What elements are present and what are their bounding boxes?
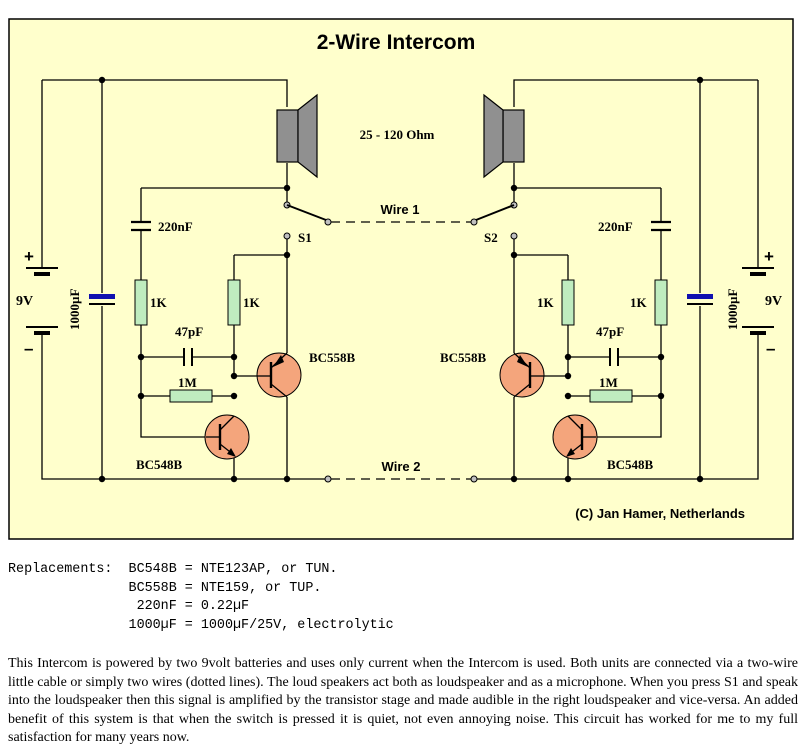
right-resistor-1m — [589, 389, 633, 403]
left-pnp-label: BC558B — [309, 350, 356, 365]
right-wire2-terminal — [470, 475, 478, 483]
left-resistor-1k-base — [134, 279, 148, 326]
left-battery-minus: – — [24, 339, 33, 358]
left-switch-lever — [286, 204, 327, 221]
left-resistor-1m — [169, 389, 213, 403]
right-cap-47pf-label: 47pF — [596, 324, 624, 339]
right-resistor-1k-collector — [561, 279, 575, 326]
right-resistor-1k-base-label: 1K — [630, 295, 648, 310]
right-transistor-pnp — [499, 352, 545, 398]
right-npn-label: BC548B — [607, 457, 654, 472]
right-switch-terminal — [510, 232, 518, 240]
credit-label: (C) Jan Hamer, Netherlands — [575, 506, 745, 521]
description-paragraph: This Intercom is powered by two 9volt ba… — [8, 656, 798, 746]
right-unit: S2 220nF 1K 1K 47pF 1M BC558B BC548B — [440, 76, 782, 483]
left-switch-label: S1 — [298, 230, 312, 245]
left-cap-1000uf — [89, 294, 115, 299]
wire-2-label: Wire 2 — [382, 459, 421, 474]
right-cap-1000uf-label: 1000µF — [725, 289, 740, 330]
left-cap-47pf-label: 47pF — [175, 324, 203, 339]
diagram-title: 2-Wire Intercom — [317, 31, 476, 54]
left-wire2-terminal — [324, 475, 332, 483]
left-resistor-1k-collector-label: 1K — [243, 295, 261, 310]
right-speaker-magnet — [502, 109, 525, 163]
right-cap-220nf-label: 220nF — [598, 219, 633, 234]
left-battery-plus: + — [24, 247, 34, 266]
wire-1-label: Wire 1 — [381, 202, 420, 217]
right-resistor-1m-label: 1M — [599, 375, 618, 390]
left-unit: S1 220nF 1K 1K 47pF 1M BC558B BC548B — [16, 76, 356, 483]
right-junctions — [510, 76, 704, 483]
left-resistor-1k-base-label: 1K — [150, 295, 168, 310]
left-junctions — [98, 76, 291, 483]
replacements-list: Replacements: BC548B = NTE123AP, or TUN.… — [8, 562, 394, 633]
left-resistor-1k-collector — [227, 279, 241, 326]
right-pnp-label: BC558B — [440, 350, 487, 365]
right-switch-label: S2 — [484, 230, 498, 245]
left-cap-220nf-label: 220nF — [158, 219, 193, 234]
left-cap-1000uf-label: 1000µF — [67, 289, 82, 330]
right-battery-label: 9V — [765, 294, 782, 309]
left-transistor-pnp — [256, 352, 302, 398]
left-resistor-1m-label: 1M — [178, 375, 197, 390]
left-speaker-magnet — [276, 109, 299, 163]
impedance-label: 25 - 120 Ohm — [360, 127, 435, 142]
right-resistor-1k-base — [654, 279, 668, 326]
left-wires — [41, 79, 288, 480]
right-cap-1000uf — [687, 294, 713, 299]
right-battery-plus: + — [764, 247, 774, 266]
right-switch-lever — [475, 204, 515, 221]
left-npn-label: BC548B — [136, 457, 183, 472]
right-speaker-cone — [483, 93, 504, 179]
left-transistor-npn — [204, 414, 250, 460]
right-transistor-npn — [552, 414, 598, 460]
left-speaker-cone — [297, 93, 318, 179]
left-battery-label: 9V — [16, 294, 33, 309]
left-switch-terminal — [283, 232, 291, 240]
right-battery-minus: – — [766, 339, 775, 358]
intercom-schematic: 2-Wire Intercom 25 - 120 Ohm — [8, 18, 794, 540]
right-resistor-1k-collector-label: 1K — [537, 295, 555, 310]
diagram-panel — [8, 18, 794, 540]
